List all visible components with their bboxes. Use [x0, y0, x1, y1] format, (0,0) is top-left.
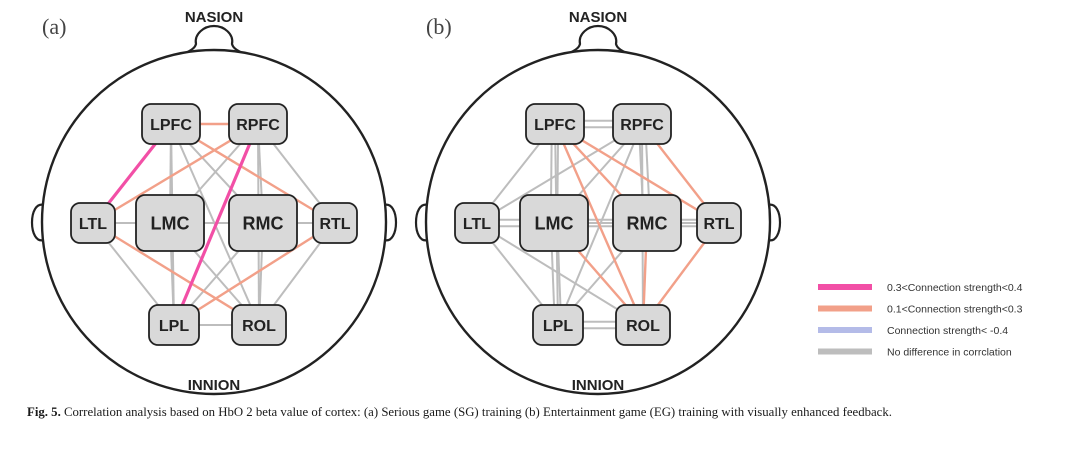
region-label: LPFC [150, 117, 192, 134]
region-lpfc: LPFC [141, 103, 201, 145]
region-box [228, 194, 298, 252]
connection-ltl-rol [92, 221, 260, 327]
left-ear-shape [31, 203, 45, 242]
region-rmc: RMC [228, 194, 298, 252]
region-label: RTL [319, 216, 350, 233]
legend-label: No difference in corrclation [887, 347, 1012, 359]
innion-label: INNION [188, 377, 241, 394]
caption-text: Correlation analysis based on HbO 2 beta… [63, 405, 892, 419]
left-ear-shape [415, 203, 429, 242]
region-label: LTL [79, 216, 107, 233]
legend-item-strong: 0.3<Connection strength<0.4 [818, 282, 1023, 294]
region-label: LPL [159, 318, 189, 335]
right-ear-shape [767, 203, 781, 242]
region-label: ROL [242, 318, 276, 335]
region-box [70, 202, 116, 244]
region-box [696, 202, 742, 244]
region-box [228, 103, 288, 145]
region-rpfc: RPFC [228, 103, 288, 145]
region-label: LMC [535, 213, 574, 233]
region-box [312, 202, 358, 244]
region-rpfc: RPFC [612, 103, 672, 145]
region-ltl: LTL [454, 202, 500, 244]
figure-canvas: (a) NASION INNION LPFC RPFC LTL LMC RMC RTL LPL RO… [31, 9, 1023, 396]
region-lmc: LMC [519, 194, 589, 252]
panel-label: (a) [42, 14, 66, 39]
region-label: RPFC [620, 117, 664, 134]
region-lpl: LPL [148, 304, 200, 346]
region-box [141, 103, 201, 145]
panel-label: (b) [426, 14, 452, 39]
legend-item-negative: Connection strength< -0.4 [818, 325, 1008, 337]
region-box [135, 194, 205, 252]
region-box [231, 304, 287, 346]
region-rtl: RTL [312, 202, 358, 244]
region-box [519, 194, 589, 252]
region-box [148, 304, 200, 346]
region-rol: ROL [231, 304, 287, 346]
legend-item-moderate: 0.1<Connection strength<0.3 [818, 304, 1023, 316]
region-rtl: RTL [696, 202, 742, 244]
region-label: RTL [703, 216, 734, 233]
connection-lpl-rtl [173, 221, 336, 327]
legend-label: 0.3<Connection strength<0.4 [887, 282, 1023, 294]
innion-label: INNION [572, 377, 625, 394]
caption-fig-label: Fig. 5. [27, 405, 61, 419]
connection-rpfc-lpl [172, 123, 260, 326]
nasion-label: NASION [185, 9, 243, 26]
region-lmc: LMC [135, 194, 205, 252]
figure-caption: Fig. 5. Correlation analysis based on Hb… [27, 404, 1052, 421]
legend-label: 0.1<Connection strength<0.3 [887, 304, 1023, 316]
region-lpfc: LPFC [525, 103, 585, 145]
region-ltl: LTL [70, 202, 116, 244]
region-rol: ROL [615, 304, 671, 346]
legend-item-none: No difference in corrclation [818, 347, 1012, 359]
region-label: ROL [626, 318, 660, 335]
region-box [615, 304, 671, 346]
region-box [532, 304, 584, 346]
legend-label: Connection strength< -0.4 [887, 325, 1008, 337]
panel-b: (b) NASION INNION LPFC RPFC LTL LMC RMC RTL LPL RO… [415, 9, 781, 396]
region-label: RMC [627, 213, 668, 233]
region-label: LPFC [534, 117, 576, 134]
region-label: RMC [243, 213, 284, 233]
region-box [525, 103, 585, 145]
region-rmc: RMC [612, 194, 682, 252]
region-lpl: LPL [532, 304, 584, 346]
region-box [612, 194, 682, 252]
region-box [612, 103, 672, 145]
panel-a: (a) NASION INNION LPFC RPFC LTL LMC RMC RTL LPL RO… [31, 9, 397, 396]
right-ear-shape [383, 203, 397, 242]
connection-lpfc-rol [553, 123, 645, 326]
region-label: LPL [543, 318, 573, 335]
region-label: LMC [151, 213, 190, 233]
region-label: RPFC [236, 117, 280, 134]
region-label: LTL [463, 216, 491, 233]
region-box [454, 202, 500, 244]
legend: 0.3<Connection strength<0.4 0.1<Connectio… [818, 282, 1023, 359]
connection-ltl-rol [476, 222, 644, 326]
nasion-label: NASION [569, 9, 627, 26]
